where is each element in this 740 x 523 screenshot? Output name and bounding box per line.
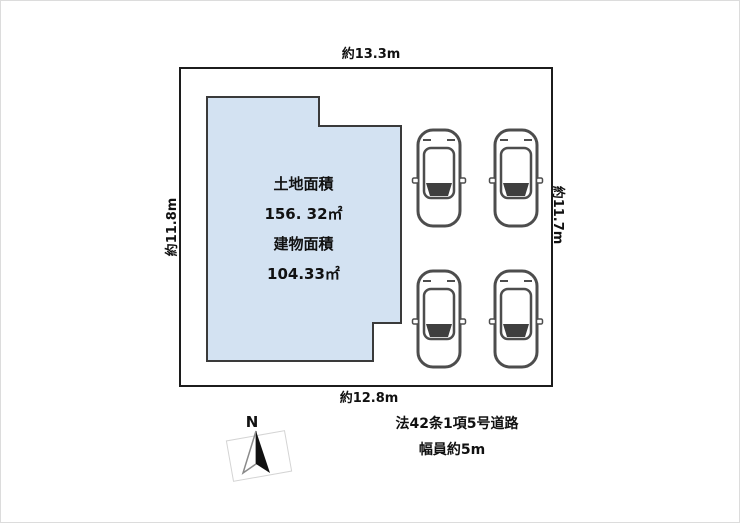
car-icon <box>488 269 544 369</box>
road-width-label: 幅員約5m <box>418 442 486 458</box>
dimension-label-left: 約11.8m <box>165 197 180 257</box>
car-icon <box>411 128 467 228</box>
building-area-label: 建物面積 <box>273 235 334 253</box>
compass-north-arrow-icon <box>241 430 270 475</box>
road-type-label: 法42条1項5号道路 <box>395 416 519 432</box>
compass-north-label: N <box>245 413 259 431</box>
building-area-value: 104.33㎡ <box>267 265 340 283</box>
car-icon <box>411 269 467 369</box>
car-icon <box>488 128 544 228</box>
dimension-label-top: 約13.3m <box>341 47 401 62</box>
building-footprint <box>206 96 402 362</box>
dimension-label-bottom: 約12.8m <box>339 391 399 406</box>
land-area-value: 156. 32㎡ <box>264 205 343 223</box>
land-area-label: 土地面積 <box>273 175 334 193</box>
building-info: 土地面積 156. 32㎡ 建物面積 104.33㎡ <box>206 169 401 289</box>
dimension-label-right: 約11.7m <box>550 185 565 245</box>
